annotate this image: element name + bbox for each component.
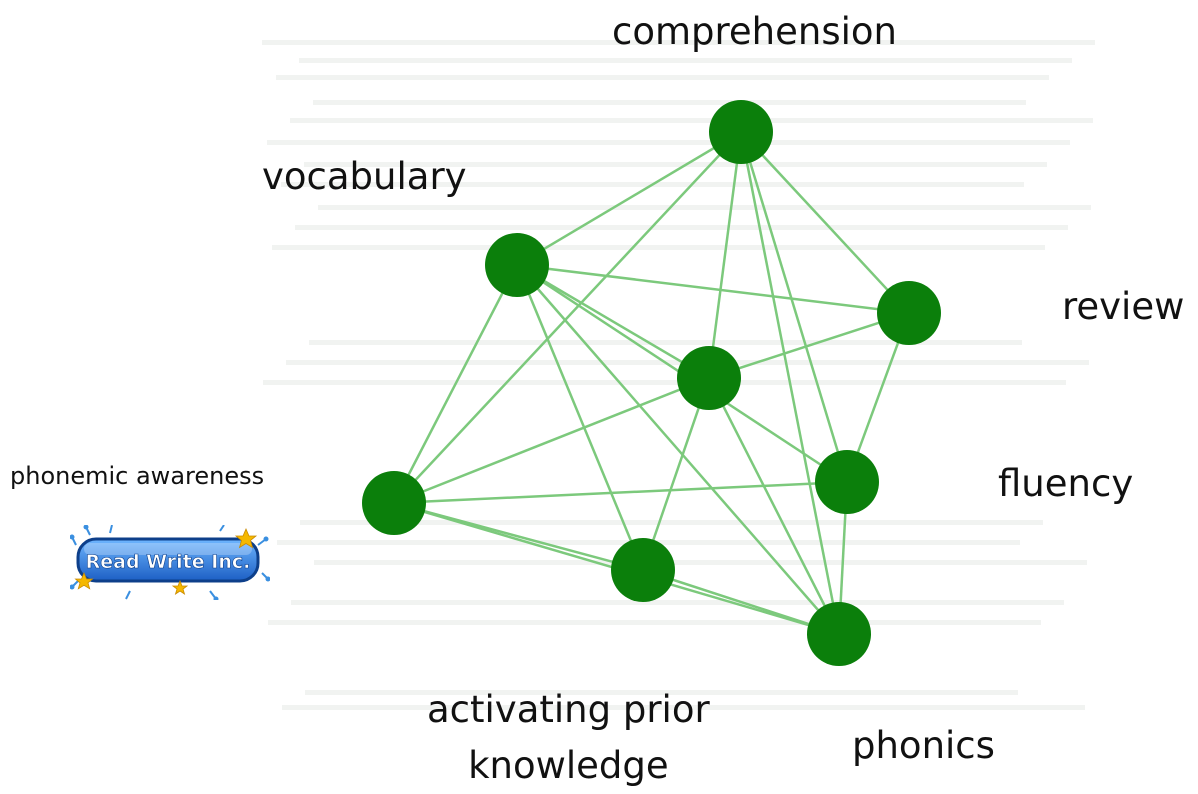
texture-line [300,520,1043,525]
texture-line [276,75,1049,80]
edge-vocabulary-phonics [516,264,840,635]
texture-line [318,205,1091,210]
texture-line [313,100,1026,105]
edges-group [392,130,911,636]
node-vocabulary [485,233,549,297]
label-comprehension: comprehension [612,10,897,53]
label-fluency: fluency [998,462,1134,505]
node-comprehension [709,100,773,164]
edge-phonemic-fluency [393,480,848,505]
label-vocabulary: vocabulary [262,155,467,198]
label-review: review [1062,285,1185,328]
edge-comprehension-vocabulary [516,130,742,267]
logo-text: Read Write Inc. [86,551,251,573]
texture-line [305,690,1018,695]
edge-comprehension-phonics [739,131,841,635]
texture-line [304,162,1047,167]
texture-line [295,225,1068,230]
node-phonics [807,602,871,666]
texture-line [290,118,1093,123]
edge-center-phonics [707,377,841,635]
texture-line [282,705,1085,710]
edge-center-phonemic [393,376,710,505]
texture-line [262,40,1095,45]
texture-line [267,140,1070,145]
texture-line [291,600,1064,605]
edge-review-center [708,311,910,380]
edge-comprehension-phonemic [393,131,742,504]
texture-line [314,560,1087,565]
edge-activating-phonics [642,568,840,636]
edge-comprehension-review [740,131,910,314]
read-write-inc-logo: Read Write Inc. [70,525,270,600]
edge-vocabulary-review [516,263,910,315]
node-review [877,281,941,345]
edge-center-activating [641,377,711,571]
edge-vocabulary-activating [515,264,645,571]
texture-line [309,340,1022,345]
label-activating-prior-knowledge: activating prior knowledge [427,682,710,794]
texture-line [268,620,1041,625]
label-phonemic-awareness: phonemic awareness [10,462,265,490]
texture-line [272,245,1045,250]
node-fluency [815,450,879,514]
label-activating-line1: activating prior [427,688,710,731]
texture-line [299,58,1072,63]
label-activating-line2: knowledge [468,744,669,787]
node-phonemic [362,471,426,535]
label-phonics: phonics [852,724,995,767]
edge-comprehension-fluency [739,131,849,483]
edge-vocabulary-phonemic [392,264,519,504]
edge-vocabulary-center [516,263,710,380]
edge-comprehension-center [707,131,743,379]
node-activating [611,538,675,602]
node-center [677,346,741,410]
texture-line [263,380,1066,385]
nodes-group [362,100,941,666]
